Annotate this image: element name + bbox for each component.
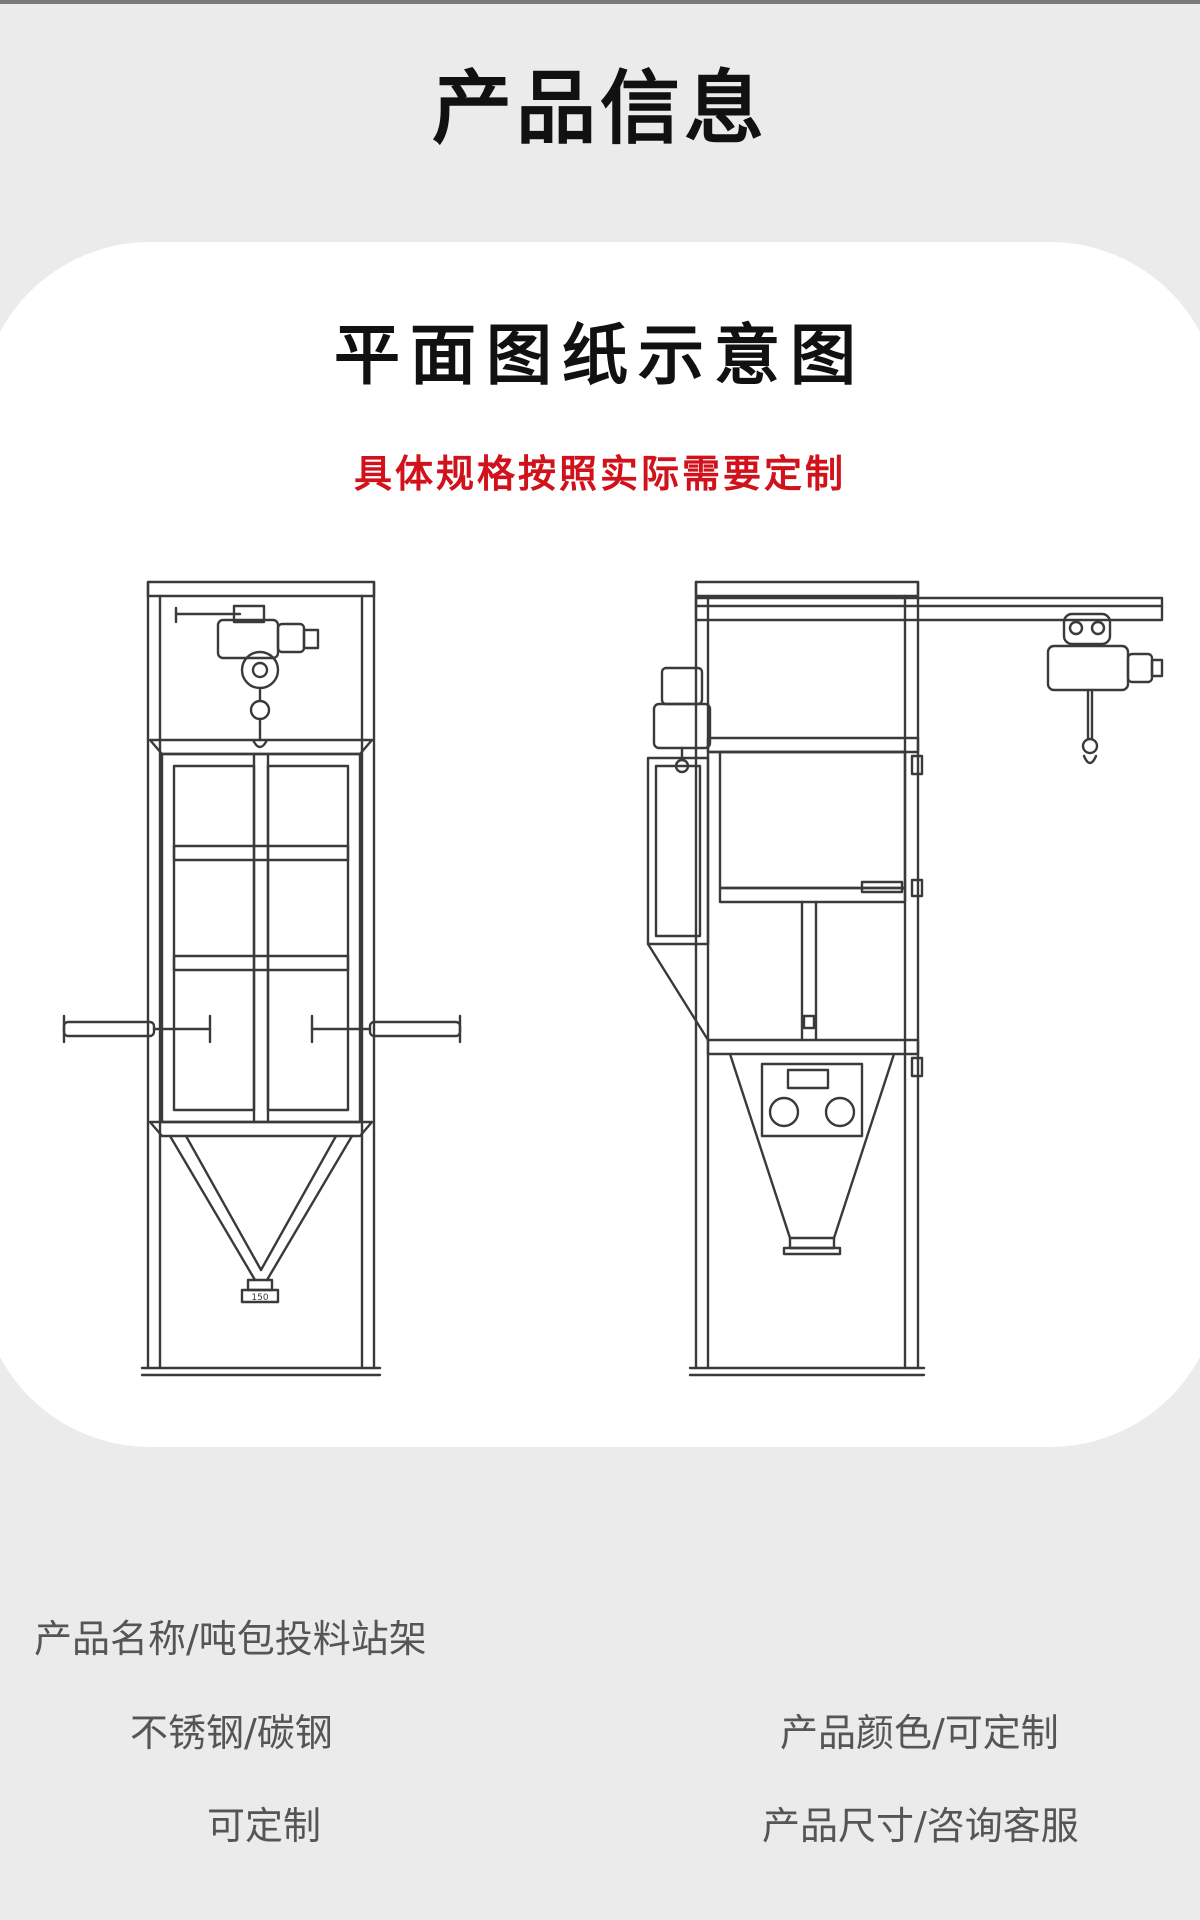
side-view-drawing (646, 580, 1164, 1377)
page-title: 产品信息 (432, 61, 768, 155)
material-text: 不锈钢/碳钢 (130, 1711, 333, 1755)
diagram-card (0, 242, 1200, 1447)
color-text: 产品颜色/可定制 (780, 1711, 1059, 1755)
diagram-subtitle: 具体规格按照实际需要定制 (353, 452, 846, 496)
outlet-size-label: 150 (251, 1293, 268, 1303)
size-text: 产品尺寸/咨询客服 (762, 1804, 1079, 1848)
motor-icon (652, 666, 712, 774)
product-name-text: 产品名称/吨包投料站架 (34, 1617, 427, 1661)
front-view-drawing: 150 (62, 580, 462, 1377)
electric-hoist-icon (1046, 612, 1164, 765)
customizable-text: 可定制 (207, 1804, 322, 1848)
hoist-icon (174, 604, 320, 749)
left-handle-icon (62, 1014, 212, 1044)
technical-drawing: 150 (62, 580, 1164, 1377)
top-divider (0, 0, 1200, 4)
right-handle-icon (310, 1014, 462, 1044)
diagram-title: 平面图纸示意图 (334, 317, 866, 394)
